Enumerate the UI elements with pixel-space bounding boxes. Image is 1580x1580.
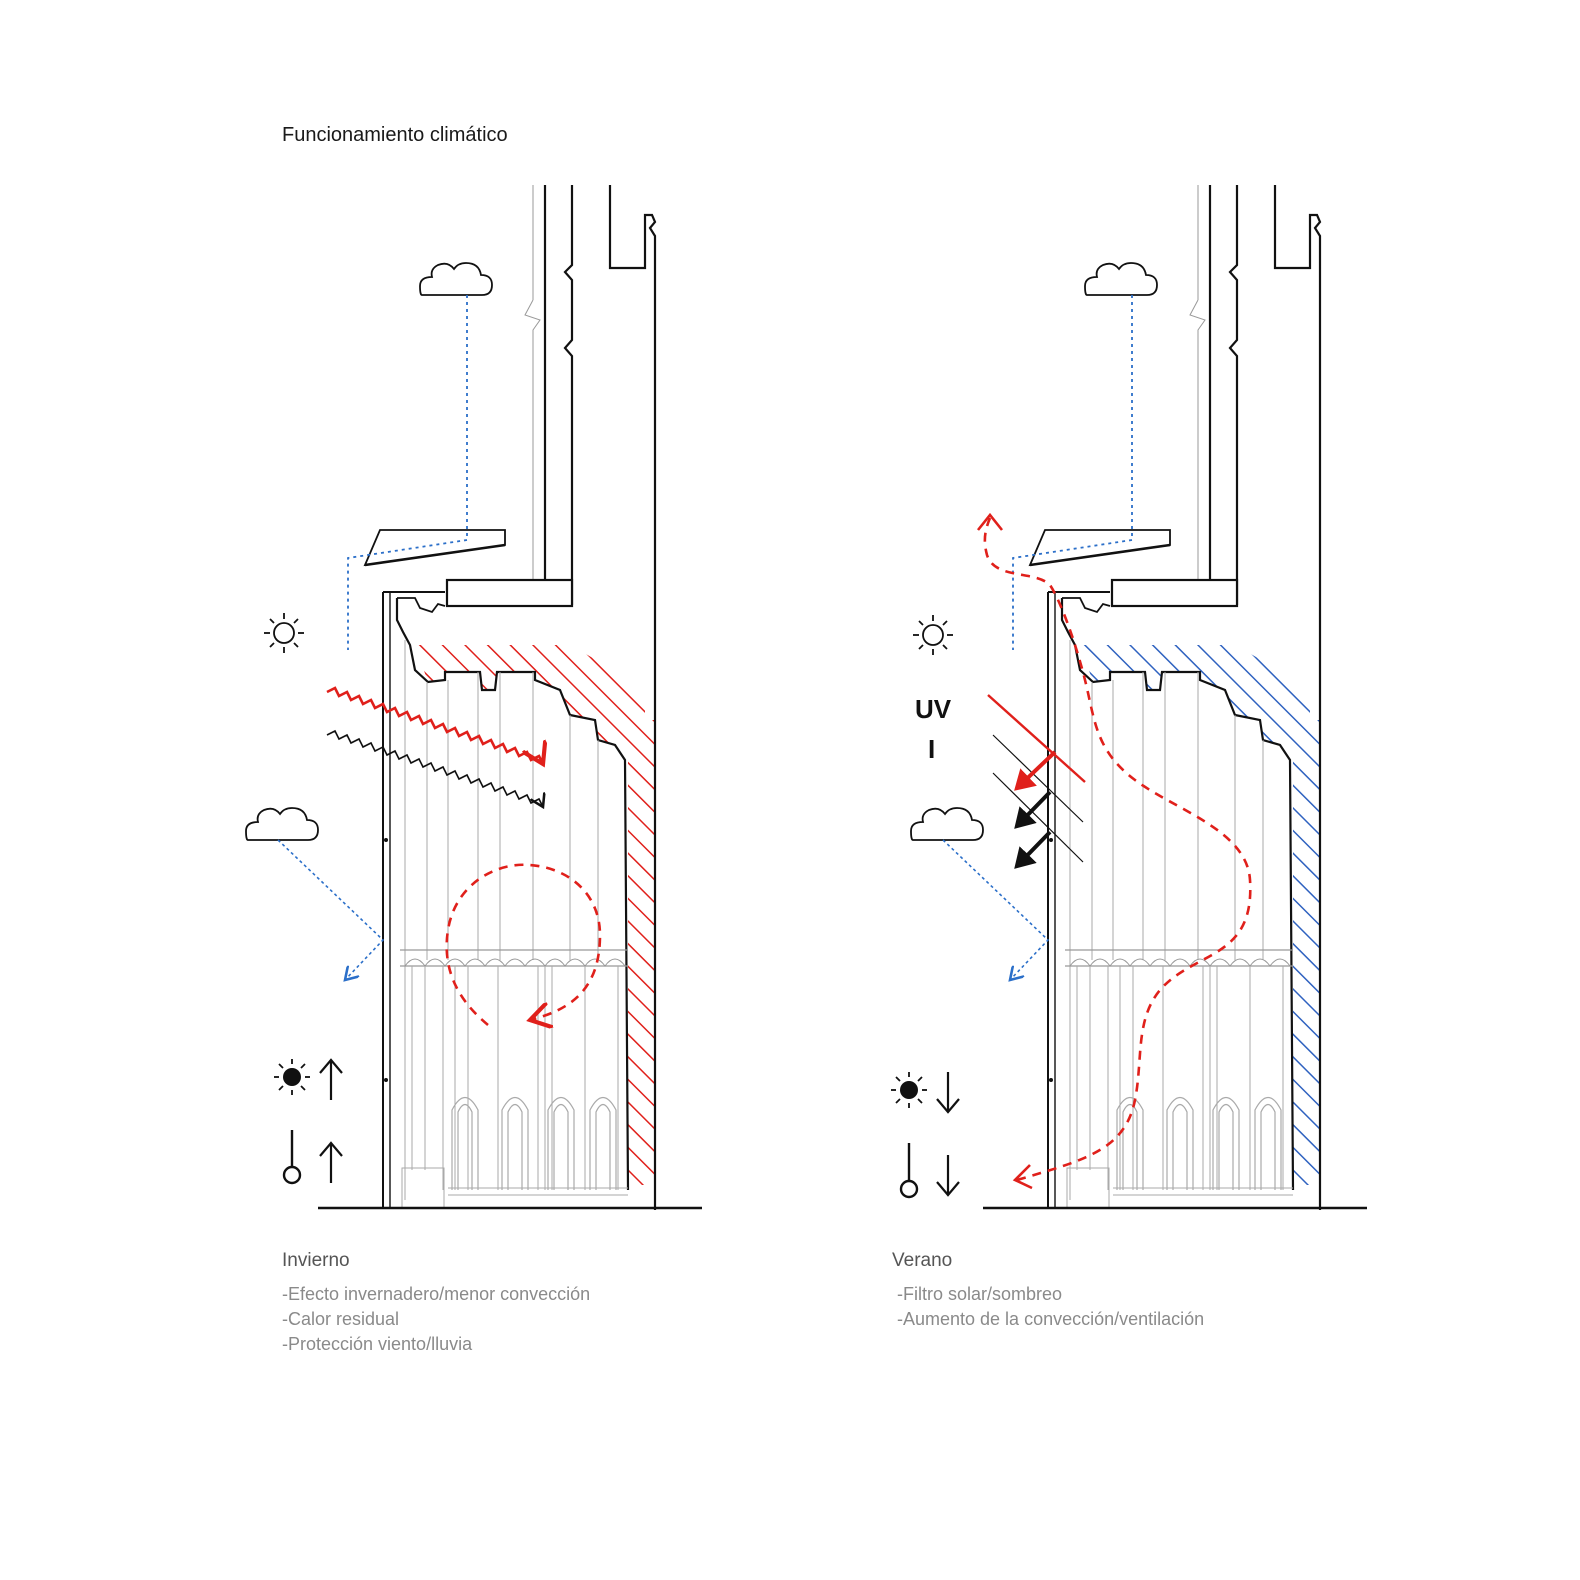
sun-icon bbox=[913, 615, 953, 655]
winter-note: -Calor residual bbox=[282, 1309, 400, 1329]
thermometer-icon bbox=[899, 1143, 919, 1199]
uv-reflect-arrow bbox=[1014, 750, 1057, 791]
uv-label: UV bbox=[915, 694, 952, 724]
light-radiation-arrow bbox=[326, 729, 543, 807]
winter-notes: -Efecto invernadero/menor convección -Ca… bbox=[282, 1282, 590, 1357]
winter-note: -Efecto invernadero/menor convección bbox=[282, 1284, 591, 1304]
arrow-up-icon bbox=[319, 1058, 343, 1100]
infrared-radiation-arrow bbox=[326, 686, 543, 764]
ventilation-out-arrowhead bbox=[976, 512, 1004, 531]
light-reflect-arrow bbox=[1014, 830, 1052, 869]
ventilation-in-arrowhead bbox=[1012, 1164, 1033, 1190]
sun-up-indicator bbox=[274, 1058, 343, 1100]
heat-storage-hatch bbox=[415, 645, 655, 1185]
arrow-down-icon bbox=[936, 1155, 960, 1197]
cool-storage-hatch bbox=[1080, 645, 1320, 1185]
light-ray bbox=[992, 772, 1084, 863]
summer-panel: UV I bbox=[891, 183, 1369, 1212]
winter-note: -Protección viento/lluvia bbox=[282, 1334, 473, 1354]
heat-recirculation-loop bbox=[445, 863, 602, 1025]
cloud-small-icon bbox=[910, 807, 984, 841]
ir-label: I bbox=[928, 734, 935, 764]
winter-panel bbox=[245, 183, 704, 1212]
summer-caption: Verano bbox=[892, 1250, 953, 1271]
thermometer-icon bbox=[282, 1130, 302, 1185]
thermometer-up-indicator bbox=[282, 1130, 343, 1185]
summer-note: -Aumento de la convección/ventilación bbox=[897, 1309, 1205, 1329]
uv-ray bbox=[987, 694, 1086, 783]
winter-caption: Invierno bbox=[282, 1250, 350, 1271]
summer-notes: -Filtro solar/sombreo -Aumento de la con… bbox=[897, 1282, 1204, 1332]
summer-note: -Filtro solar/sombreo bbox=[897, 1284, 1063, 1304]
wind-rain-deflection bbox=[942, 839, 1050, 980]
wind-rain-deflection bbox=[277, 839, 385, 980]
cloud-icon bbox=[1084, 262, 1158, 296]
arrow-down-icon bbox=[936, 1072, 960, 1114]
light-reflect-arrow bbox=[1014, 790, 1052, 829]
light-ray bbox=[992, 734, 1084, 823]
diagram-title: Funcionamiento climático bbox=[282, 124, 508, 146]
cloud-icon bbox=[419, 262, 493, 296]
cloud-small-icon bbox=[245, 807, 319, 841]
arrow-up-icon bbox=[319, 1141, 343, 1183]
sun-icon bbox=[264, 613, 304, 653]
thermometer-down-indicator bbox=[899, 1143, 960, 1199]
sun-down-indicator bbox=[891, 1072, 960, 1114]
